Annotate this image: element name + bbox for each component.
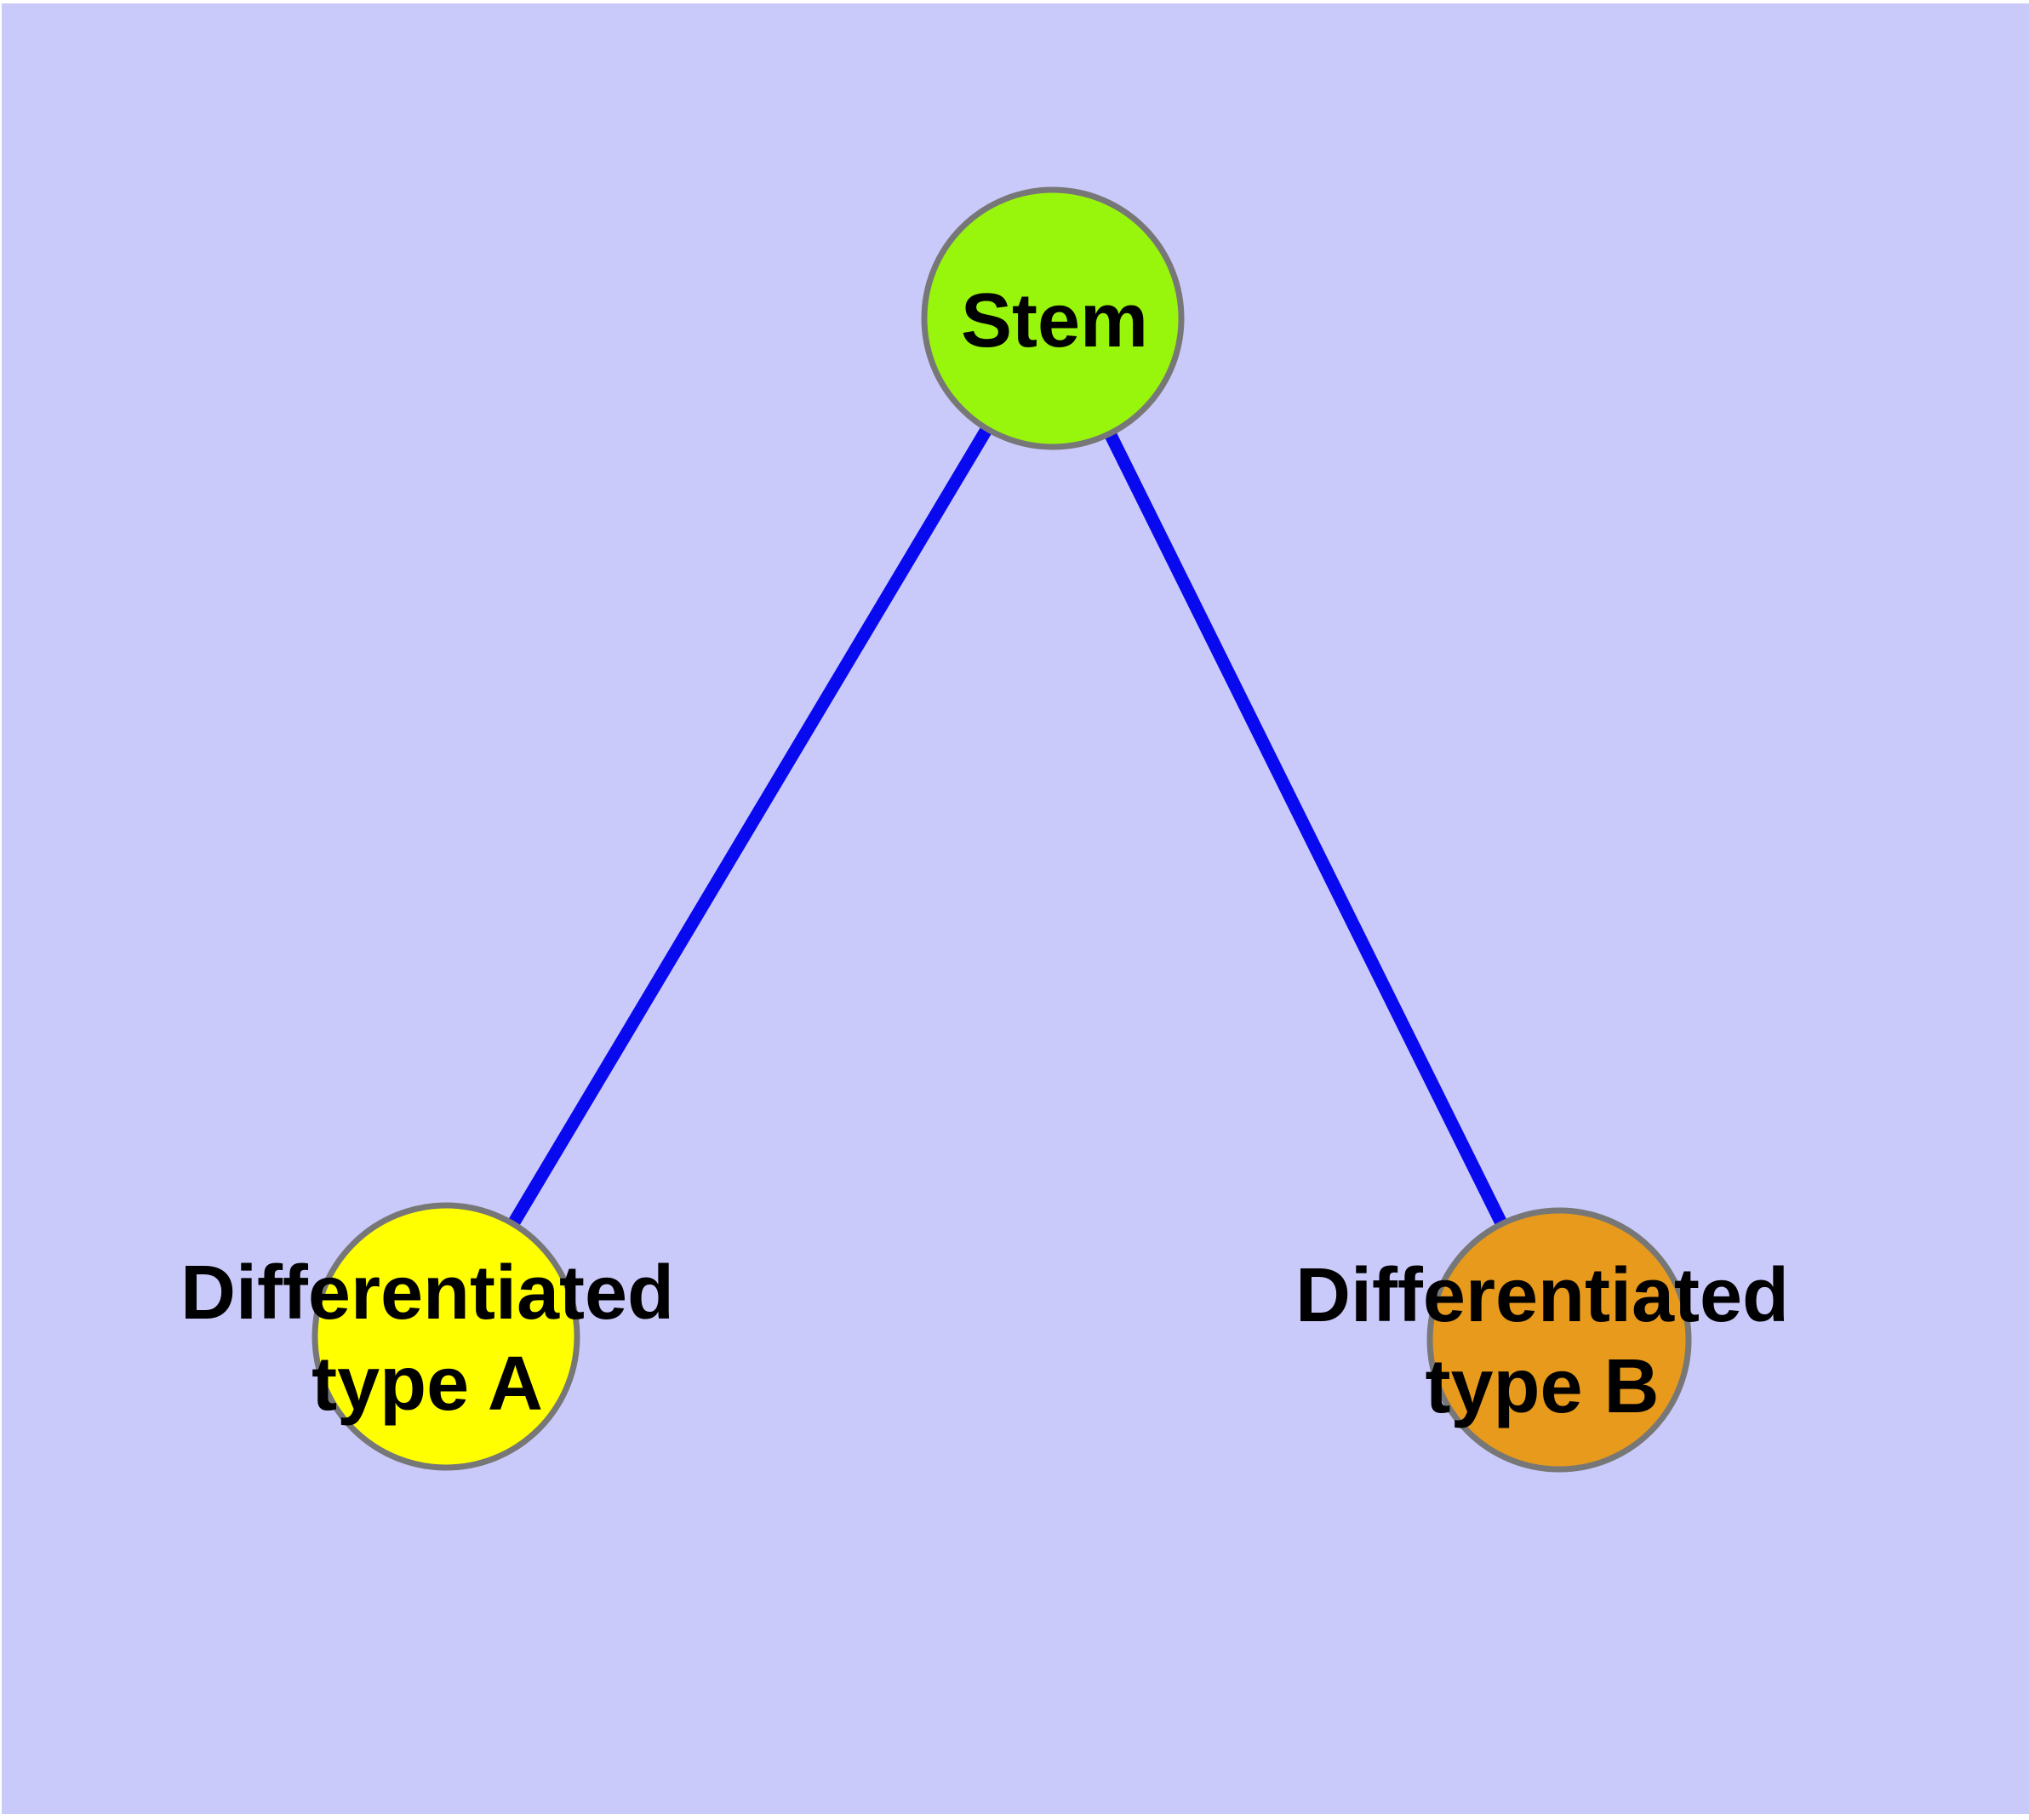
edge-stem-to-differentiated-type-b <box>1047 315 1565 1343</box>
node-differentiated-type-b-label-line-1: Differentiated <box>1295 1253 1789 1338</box>
node-stem-circle <box>921 186 1185 450</box>
node-differentiated-type-a-label-line-2: type A <box>311 1342 543 1427</box>
edge-stem-to-differentiated-type-a <box>440 315 1059 1340</box>
node-differentiated-type-b-circle <box>1426 1207 1692 1473</box>
node-differentiated-type-b-label-line-2: type B <box>1425 1344 1659 1429</box>
node-differentiated-type-a-circle <box>311 1202 580 1471</box>
node-differentiated-type-a-label-line-1: Differentiated <box>180 1251 674 1336</box>
node-stem-label-line-1: Stem <box>961 278 1148 363</box>
